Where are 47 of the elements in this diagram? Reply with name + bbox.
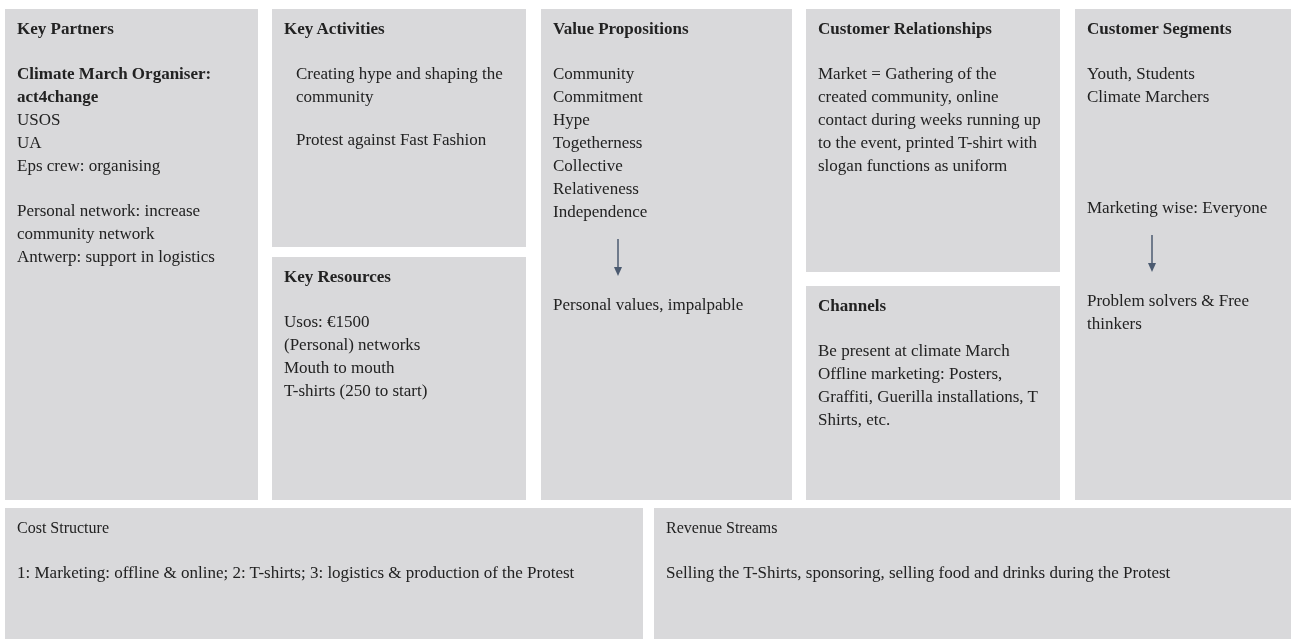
block-heading: Key Activities: [284, 18, 386, 40]
block-text: Antwerp: support in logistics: [17, 246, 216, 268]
block-text: UA: [17, 132, 43, 154]
block-text: Community: [553, 63, 636, 85]
block-text: Marketing wise: Everyone: [1087, 197, 1269, 219]
canvas-block: [5, 508, 643, 639]
block-heading: Channels: [818, 295, 888, 317]
block-text: Eps crew: organising: [17, 155, 162, 177]
block-text: Climate Marchers: [1087, 86, 1211, 108]
canvas-block: [272, 257, 526, 500]
canvas-block: [806, 9, 1060, 272]
canvas-block: [5, 9, 258, 500]
block-text: Usos: €1500: [284, 311, 371, 333]
block-text: Commitment: [553, 86, 644, 108]
block-heading: Key Resources: [284, 266, 392, 288]
block-text: Climate March Organiser: act4change: [17, 63, 213, 108]
block-text: Creating hype and shaping the community: [295, 63, 504, 108]
block-text: T-shirts (250 to start): [284, 380, 429, 402]
block-text: Be present at climate March: [818, 340, 1011, 362]
block-text: Mouth to mouth: [284, 357, 396, 379]
block-heading: Value Propositions: [553, 18, 690, 40]
block-text: USOS: [17, 109, 62, 131]
block-text: 1: Marketing: offline & online; 2: T-shirts; 3: logistics & production of the Protest: [17, 562, 576, 584]
block-text: Youth, Students: [1087, 63, 1196, 85]
block-text: Personal values, impalpable: [553, 294, 745, 316]
block-heading: Customer Segments: [1087, 18, 1233, 40]
block-text: Personal network: increase community network: [17, 200, 202, 245]
canvas-block: [1075, 9, 1291, 500]
block-text: (Personal) networks: [284, 334, 422, 356]
block-text: Market = Gathering of the created community, online contact during weeks running up to the event, printed T-shirt with slogan functions as uniform: [818, 63, 1042, 177]
block-text: Hype: [553, 109, 591, 131]
block-heading: Key Partners: [17, 18, 115, 40]
block-text: Togetherness: [553, 132, 644, 154]
block-text: Relativeness: [553, 178, 640, 200]
canvas-block: [806, 286, 1060, 500]
block-text: Protest against Fast Fashion: [295, 129, 488, 151]
block-text: Problem solvers & Free thinkers: [1087, 290, 1250, 335]
block-text: Offline marketing: Posters, Graffiti, Guerilla installations, T Shirts, etc.: [818, 363, 1039, 431]
block-text: Independence: [553, 201, 649, 223]
block-text: Collective: [553, 155, 624, 177]
canvas-block: [654, 508, 1291, 639]
canvas-block: [541, 9, 792, 500]
block-heading: Customer Relationships: [818, 18, 993, 40]
block-heading: Revenue Streams: [666, 518, 779, 538]
block-heading: Cost Structure: [17, 518, 110, 538]
canvas-block: [272, 9, 526, 247]
block-text: Selling the T-Shirts, sponsoring, selling food and drinks during the Protest: [666, 562, 1172, 584]
